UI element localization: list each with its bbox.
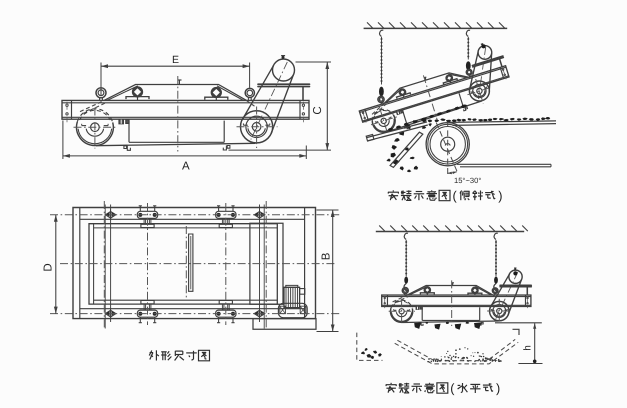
- svg-text:): ): [496, 381, 500, 395]
- svg-text:15°~30°: 15°~30°: [454, 176, 481, 185]
- svg-text:): ): [498, 189, 502, 203]
- svg-text:C: C: [312, 106, 324, 114]
- svg-text:h: h: [523, 345, 534, 351]
- svg-text:B: B: [320, 252, 332, 260]
- svg-text:A: A: [182, 160, 190, 172]
- svg-text:(: (: [450, 381, 455, 395]
- svg-text:E: E: [172, 54, 179, 66]
- svg-text:D: D: [43, 263, 55, 271]
- svg-text:(: (: [453, 189, 458, 203]
